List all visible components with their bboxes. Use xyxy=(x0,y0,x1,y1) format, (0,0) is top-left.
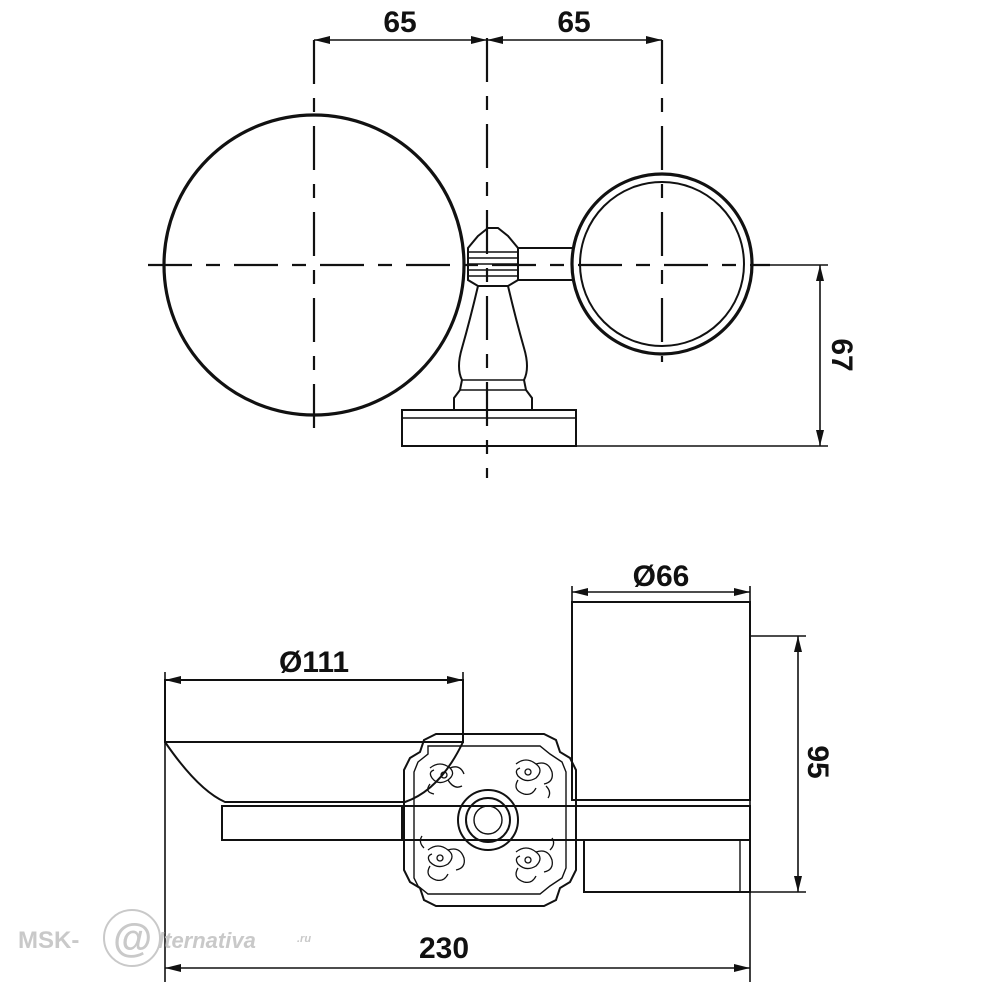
dim-label-total-width: 230 xyxy=(419,932,469,965)
dim-label-cup-diameter: Ø66 xyxy=(633,560,690,593)
dim-label-95: 95 xyxy=(801,745,834,778)
dim-arrow xyxy=(794,636,802,652)
holder-bar-left xyxy=(221,805,403,841)
column-body xyxy=(453,285,533,411)
dim-arrow xyxy=(734,588,750,596)
watermark-tld: .ru xyxy=(297,933,311,945)
soap-dish-rim xyxy=(164,679,464,743)
watermark-logo: MSK- @ lternativa .ru xyxy=(18,909,311,967)
rosette-outer xyxy=(457,789,519,851)
ornament-top-left xyxy=(427,763,465,795)
dim-arrow xyxy=(734,964,750,972)
dim-arrow xyxy=(165,676,181,684)
dim-label-dish-diameter: Ø111 xyxy=(279,646,349,679)
decorative-plate xyxy=(403,733,577,907)
dim-arrow xyxy=(572,588,588,596)
ornament-bottom-left xyxy=(419,835,465,882)
rosette-mid xyxy=(465,797,511,843)
ornament-bottom-right xyxy=(515,837,555,884)
cup-holder-ring xyxy=(583,839,751,893)
holder-bar-right xyxy=(575,805,751,841)
dim-label-65-left: 65 xyxy=(383,6,416,39)
dim-arrow xyxy=(816,430,824,446)
rosette-inner xyxy=(473,805,503,835)
dim-arrow xyxy=(487,36,503,44)
dim-arrow xyxy=(165,964,181,972)
soap-dish-bowl xyxy=(164,741,464,803)
watermark-at-symbol: @ xyxy=(112,917,151,961)
watermark-at-circle xyxy=(103,909,161,967)
dim-label-65-right: 65 xyxy=(557,6,590,39)
column-cap xyxy=(467,227,519,287)
watermark-suffix: lternativa xyxy=(158,928,256,953)
plate-crossbar xyxy=(401,805,577,841)
top-view: 65 65 67 xyxy=(148,6,858,478)
glass-cup xyxy=(571,601,751,801)
decorative-plate-inner xyxy=(413,745,567,895)
watermark-prefix: MSK- xyxy=(18,927,79,954)
dim-arrow xyxy=(794,876,802,892)
wall-plate xyxy=(401,409,577,447)
dim-arrow xyxy=(447,676,463,684)
dim-arrow xyxy=(314,36,330,44)
ornament-top-right xyxy=(515,759,553,799)
dim-label-67: 67 xyxy=(825,338,858,371)
dim-arrow xyxy=(646,36,662,44)
dim-arrow xyxy=(471,36,487,44)
front-view: Ø111 Ø66 95 230 xyxy=(164,560,834,982)
dim-arrow xyxy=(816,265,824,281)
